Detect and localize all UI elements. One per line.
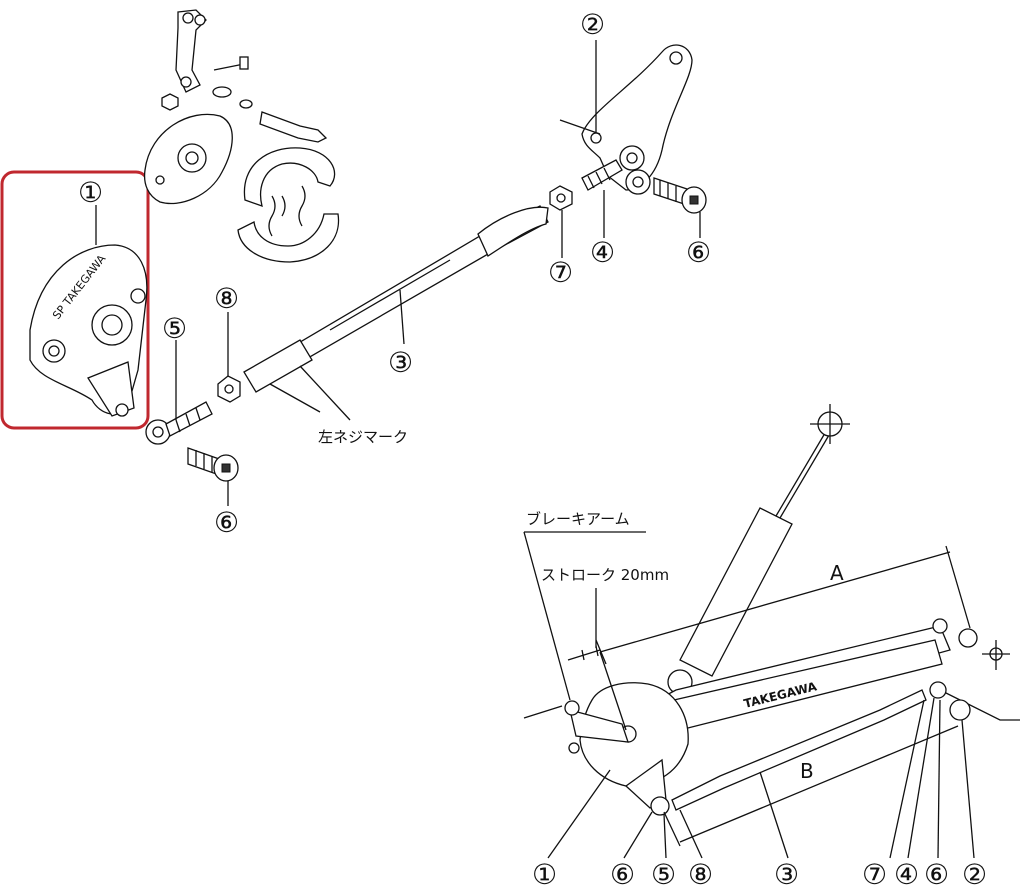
shock-absorber xyxy=(667,404,850,695)
callout-6-bottom-right: ⑥ xyxy=(924,858,949,890)
nut-top xyxy=(549,185,573,258)
callout-6-bottom-left: ⑥ xyxy=(610,858,635,890)
rod-end-left xyxy=(145,340,213,445)
callout-4-top: ④ xyxy=(590,236,615,269)
bolt-top xyxy=(653,177,707,238)
callout-6-top-left: ⑥ xyxy=(214,506,239,539)
dimension-b-label: B xyxy=(800,759,814,783)
nut-left xyxy=(217,312,241,403)
callout-2-top: ② xyxy=(580,8,605,41)
callout-3-bottom: ③ xyxy=(774,858,799,890)
callout-2-bottom: ② xyxy=(962,858,987,890)
rod-end-top xyxy=(581,145,651,238)
annotation-leaders xyxy=(523,531,975,859)
highlight-box xyxy=(0,170,150,430)
dimension-a-label: A xyxy=(830,561,844,585)
dimension-a: A xyxy=(595,545,971,731)
callout-7-top: ⑦ xyxy=(548,256,573,289)
callout-7-bottom: ⑦ xyxy=(862,858,887,890)
torque-rod-lower xyxy=(671,681,971,811)
callout-6-top-right: ⑥ xyxy=(686,236,711,269)
left-thread-mark-label: 左ネジマーク xyxy=(318,428,408,446)
callout-5-top: ⑤ xyxy=(162,312,187,345)
brake-shoe-assembly xyxy=(143,9,340,263)
brake-arm-label: ブレーキアーム xyxy=(526,510,630,528)
bolt-left xyxy=(187,447,239,506)
torque-bracket xyxy=(559,40,693,191)
callout-4-bottom: ④ xyxy=(894,858,919,890)
torque-rod xyxy=(243,205,549,421)
callout-1-top: ① xyxy=(78,176,103,209)
callout-8-top: ⑧ xyxy=(214,282,239,315)
callout-1-bottom: ① xyxy=(532,858,557,890)
callout-5-bottom: ⑤ xyxy=(651,858,676,890)
brake-panel-lower xyxy=(523,682,689,816)
dimension-b: B xyxy=(663,725,959,847)
callout-3-top: ③ xyxy=(388,346,413,379)
stroke-label: ストローク 20mm xyxy=(541,566,669,584)
brake-panel-plate: SP TAKEGAWA xyxy=(29,205,148,417)
callout-8-bottom: ⑧ xyxy=(688,858,713,890)
